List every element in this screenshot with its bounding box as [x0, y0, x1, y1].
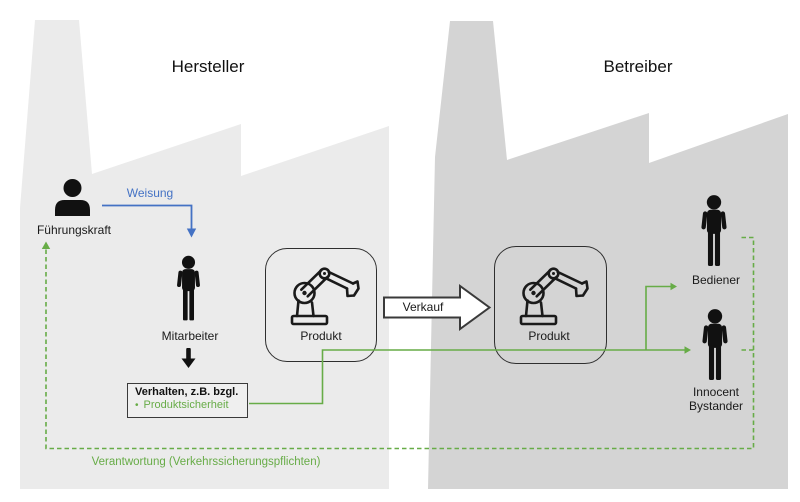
mitarbeiter-label: Mitarbeiter	[161, 329, 219, 343]
hersteller-factory-shape	[20, 20, 389, 489]
weisung-arrow-line	[102, 204, 193, 229]
innocent-arrowhead	[684, 346, 691, 354]
verhalten-bullet-line: • Produktsicherheit	[135, 399, 247, 412]
person-icon-bediener	[701, 195, 727, 266]
verhalten-title: Verhalten, z.B. bzgl.	[135, 386, 239, 398]
robot-arm-icon	[519, 267, 589, 326]
innocent-bystander-label: Innocent Bystander	[666, 385, 766, 413]
verhalten-bullet-label: Produktsicherheit	[143, 399, 229, 411]
weisung-arrowhead	[186, 228, 197, 238]
robot-arm-icon	[290, 267, 360, 326]
produkt-box-betreiber	[494, 246, 607, 364]
hersteller-title: Hersteller	[171, 57, 245, 76]
bullet-dot: •	[135, 400, 139, 411]
verantwortung-dashed-line	[45, 236, 755, 450]
bediener-branch-line	[645, 285, 671, 350]
betreiber-title: Betreiber	[603, 57, 673, 76]
verkauf-label: Verkauf	[402, 300, 444, 314]
verkauf-arrow-shape	[383, 284, 492, 331]
verhalten-box: Verhalten, z.B. bzgl. • Produktsicherheit	[127, 383, 248, 418]
fuehrungskraft-label: Führungskraft	[36, 223, 112, 237]
produkt-box-hersteller	[265, 248, 377, 362]
down-arrow-icon	[181, 348, 196, 368]
produkt-label-hersteller: Produkt	[300, 329, 342, 343]
verantwortung-label: Verantwortung (Verkehrssicherungspflicht…	[91, 456, 321, 468]
betreiber-factory-shape	[428, 21, 788, 489]
bediener-arrowhead	[670, 282, 677, 291]
verantwortung-up-arrowhead	[41, 241, 51, 249]
bediener-label: Bediener	[691, 273, 741, 287]
produkt-label-betreiber: Produkt	[528, 329, 570, 343]
produktsicherheit-connector-line	[249, 349, 685, 405]
innocent-label-line1: Innocent	[692, 385, 740, 399]
person-icon-innocent-bystander	[702, 309, 728, 380]
innocent-label-line2: Bystander	[688, 399, 744, 413]
weisung-label: Weisung	[126, 186, 174, 200]
person-icon-mitarbeiter	[177, 255, 200, 321]
person-bust-icon	[55, 179, 90, 216]
